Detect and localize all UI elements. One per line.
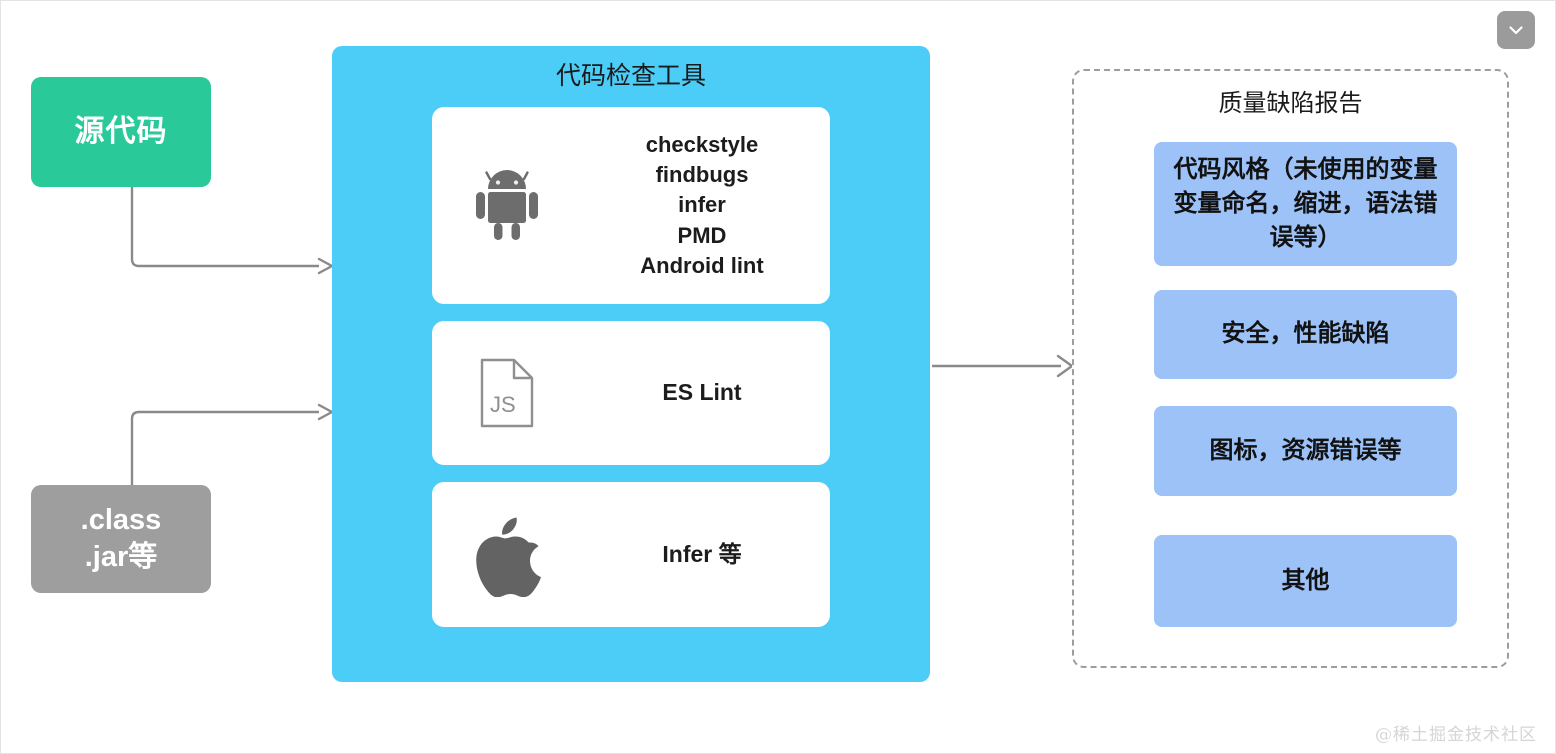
tool-card-apple-infer[interactable]: Infer 等: [432, 482, 830, 627]
collapse-panel-button[interactable]: [1497, 11, 1535, 49]
svg-text:JS: JS: [490, 392, 516, 417]
report-panel-title: 质量缺陷报告: [1218, 89, 1363, 117]
report-item-code-style[interactable]: 代码风格（未使用的变量 变量命名，缩进，语法错 误等）: [1154, 142, 1457, 266]
report-item-security-performance-label: 安全，性能缺陷: [1221, 320, 1390, 348]
tool-card-apple-infer-label: Infer 等: [662, 540, 742, 567]
node-source-code[interactable]: 源代码: [31, 77, 211, 187]
watermark: @稀土掘金技术社区: [1375, 725, 1537, 745]
android-robot-icon: [432, 167, 582, 245]
report-item-code-style-label: 代码风格（未使用的变量 变量命名，缩进，语法错 误等）: [1173, 155, 1438, 252]
report-item-other-label: 其他: [1281, 566, 1330, 594]
node-binary-artifacts-label: .class .jar等: [80, 503, 162, 573]
tools-panel-title: 代码检查工具: [555, 61, 706, 90]
report-item-security-performance[interactable]: 安全，性能缺陷: [1154, 290, 1457, 379]
report-item-other[interactable]: 其他: [1154, 535, 1457, 627]
code-inspection-tools-panel: 代码检查工具: [332, 46, 930, 682]
report-item-resource-errors-label: 图标，资源错误等: [1209, 436, 1402, 464]
chevron-down-icon: [1506, 20, 1526, 40]
report-item-resource-errors[interactable]: 图标，资源错误等: [1154, 406, 1457, 496]
quality-defect-report-panel: 质量缺陷报告 代码风格（未使用的变量 变量命名，缩进，语法错 误等） 安全，性能…: [1072, 69, 1509, 668]
tool-card-eslint-label: ES Lint: [662, 379, 742, 406]
apple-logo-icon: [432, 513, 582, 597]
tool-card-android[interactable]: checkstyle findbugs infer PMD Android li…: [432, 107, 830, 304]
tool-card-android-label: checkstyle findbugs infer PMD Android li…: [640, 132, 764, 278]
node-source-code-label: 源代码: [74, 114, 168, 148]
js-file-icon: JS: [432, 357, 582, 429]
node-binary-artifacts[interactable]: .class .jar等: [31, 485, 211, 593]
tool-card-eslint[interactable]: JS ES Lint: [432, 321, 830, 465]
